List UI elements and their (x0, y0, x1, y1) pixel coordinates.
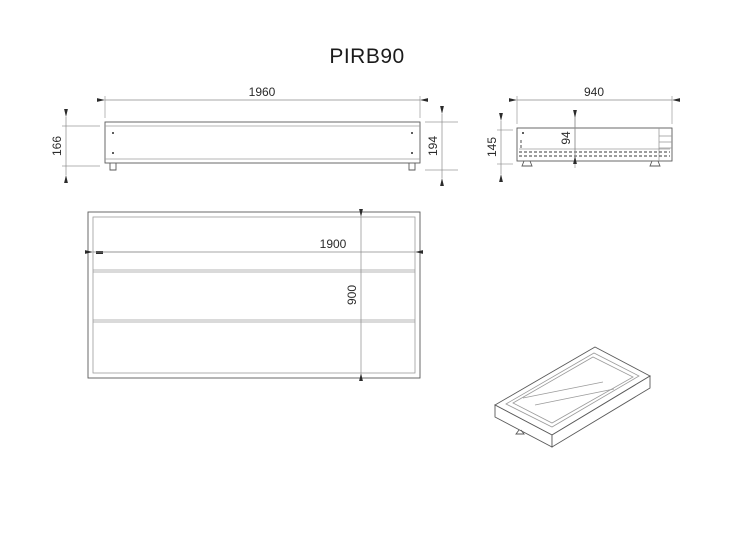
side-fastener-dot (522, 132, 524, 134)
side-width-dim-label: 940 (584, 85, 604, 99)
front-right-foot (408, 163, 416, 171)
front-elevation-view: 1960 166 194 (50, 85, 458, 186)
front-fastener-dot (112, 152, 114, 154)
iso-pan-bottom (512, 356, 634, 424)
front-fastener-dot (112, 132, 114, 134)
front-left-foot (109, 163, 117, 171)
front-body-outline (104, 121, 421, 164)
front-fastener-dot (411, 132, 413, 134)
iso-foot-left (515, 429, 525, 435)
side-inner-dim-label: 94 (559, 131, 573, 145)
iso-pan-seam-1 (522, 381, 604, 399)
side-elevation-view: 940 145 94 (485, 85, 680, 182)
front-width-dim-label: 1960 (249, 85, 276, 99)
side-left-foot (521, 160, 533, 167)
front-fastener-dot (411, 152, 413, 154)
plan-depth-dim-label: 900 (345, 285, 359, 305)
side-right-foot (649, 160, 661, 167)
isometric-view (494, 346, 651, 448)
page-title: PIRB90 (329, 45, 404, 68)
front-height-right-dim-label: 194 (426, 136, 440, 156)
front-height-left-dim-label: 166 (50, 136, 64, 156)
side-body-outline (516, 127, 673, 162)
iso-front-right-wall (551, 375, 651, 448)
plan-view: 1900 900 (85, 209, 423, 381)
iso-pan-seam-2 (534, 388, 615, 406)
plan-inner-frame (92, 216, 416, 374)
plan-left-marker (96, 251, 103, 254)
plan-length-dim-label: 1900 (320, 237, 347, 251)
side-height-dim-label: 145 (485, 137, 499, 157)
